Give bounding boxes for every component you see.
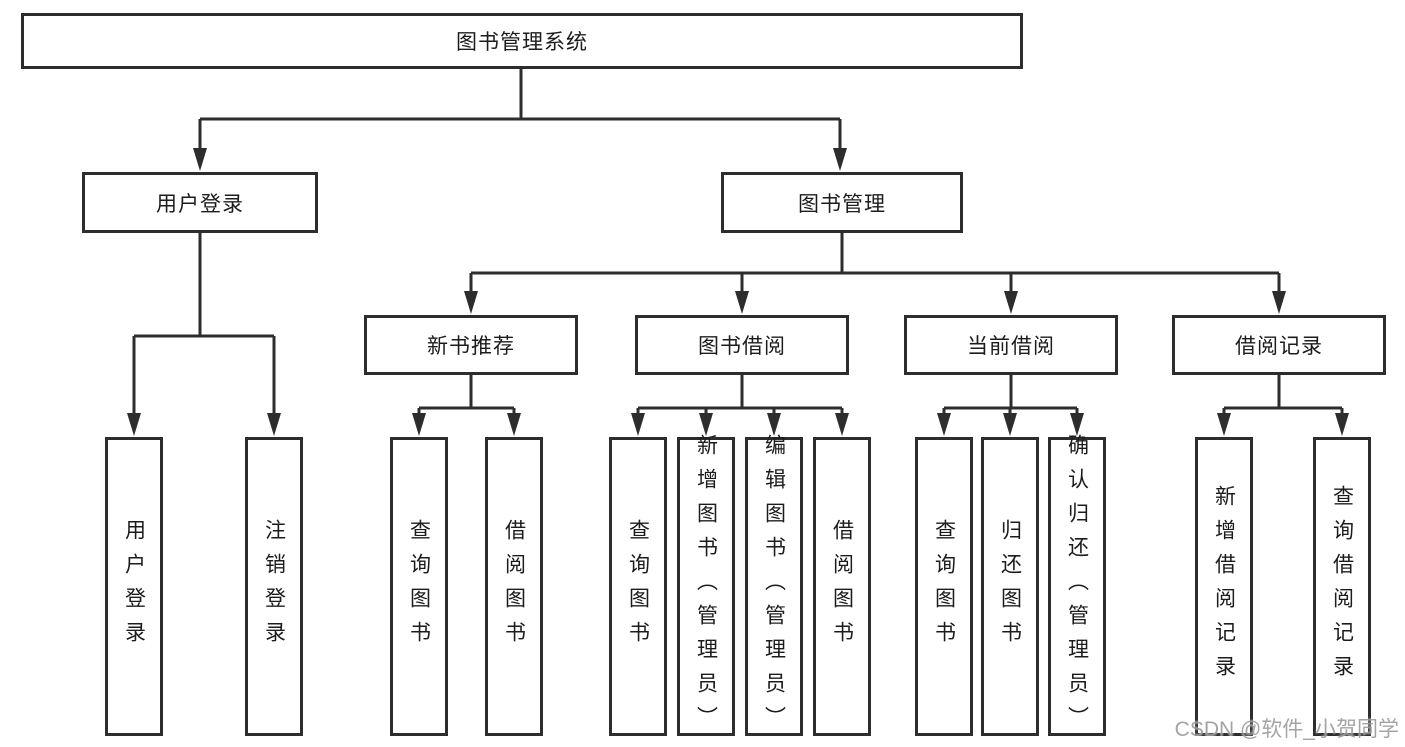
connector-current-borrow-split [942,375,1079,418]
leaf-add-borrow-record-label: 新增借阅记录 [1212,484,1236,689]
leaf-borrow-books-label: 借阅图书 [830,518,854,655]
leaf-edit-books-admin: 编辑图书（管理员） [745,434,803,740]
leaf-add-borrow-record: 新增借阅记录 [1195,437,1253,736]
leaf-current-query-books: 查询图书 [915,437,973,736]
node-root-label: 图书管理系统 [456,31,588,54]
leaf-user-login-label: 用户登录 [122,518,146,655]
node-book-borrow: 图书借阅 [635,315,849,375]
leaf-recommend-borrow-books: 借阅图书 [485,437,543,736]
node-borrow-records: 借阅记录 [1172,315,1386,375]
leaf-logout-label: 注销登录 [262,518,286,655]
leaf-current-query-books-label: 查询图书 [932,518,956,655]
node-root: 图书管理系统 [21,13,1023,69]
leaf-user-login: 用户登录 [105,437,163,736]
node-new-book-recommend-label: 新书推荐 [427,335,515,358]
leaf-logout: 注销登录 [245,437,303,736]
leaf-confirm-return-admin: 确认归还（管理员） [1048,434,1106,740]
node-book-borrow-label: 图书借阅 [698,335,786,358]
leaf-recommend-borrow-books-label: 借阅图书 [502,518,526,655]
leaf-confirm-return-admin-label: 确认归还（管理员） [1065,433,1089,740]
node-book-management-label: 图书管理 [798,192,886,216]
leaf-borrow-query-books-label: 查询图书 [626,518,650,655]
node-user-login: 用户登录 [82,172,318,233]
leaf-recommend-query-books-label: 查询图书 [407,518,431,655]
node-user-login-label: 用户登录 [156,192,244,216]
arrowheads [127,148,1349,436]
connector-new-book-split [417,375,516,418]
leaf-return-books: 归还图书 [981,437,1039,736]
leaf-query-borrow-record: 查询借阅记录 [1313,437,1371,736]
leaf-query-borrow-record-label: 查询借阅记录 [1330,484,1354,689]
connector-user-login-split [132,233,276,416]
leaf-borrow-books: 借阅图书 [813,437,871,736]
leaf-borrow-query-books: 查询图书 [609,437,667,736]
connector-root-split [198,68,842,152]
node-book-management: 图书管理 [721,172,963,233]
leaf-add-books-admin: 新增图书（管理员） [677,434,735,740]
node-current-borrow-label: 当前借阅 [967,335,1055,358]
leaf-add-books-admin-label: 新增图书（管理员） [694,433,718,740]
leaf-return-books-label: 归还图书 [998,518,1022,655]
node-borrow-records-label: 借阅记录 [1235,335,1323,358]
connector-book-borrow-split [636,375,844,418]
connector-book-management-split [469,233,1281,296]
connector-borrow-records-split [1222,375,1344,418]
leaf-recommend-query-books: 查询图书 [390,437,448,736]
node-current-borrow: 当前借阅 [904,315,1118,375]
leaf-edit-books-admin-label: 编辑图书（管理员） [762,433,786,740]
node-new-book-recommend: 新书推荐 [364,315,578,375]
